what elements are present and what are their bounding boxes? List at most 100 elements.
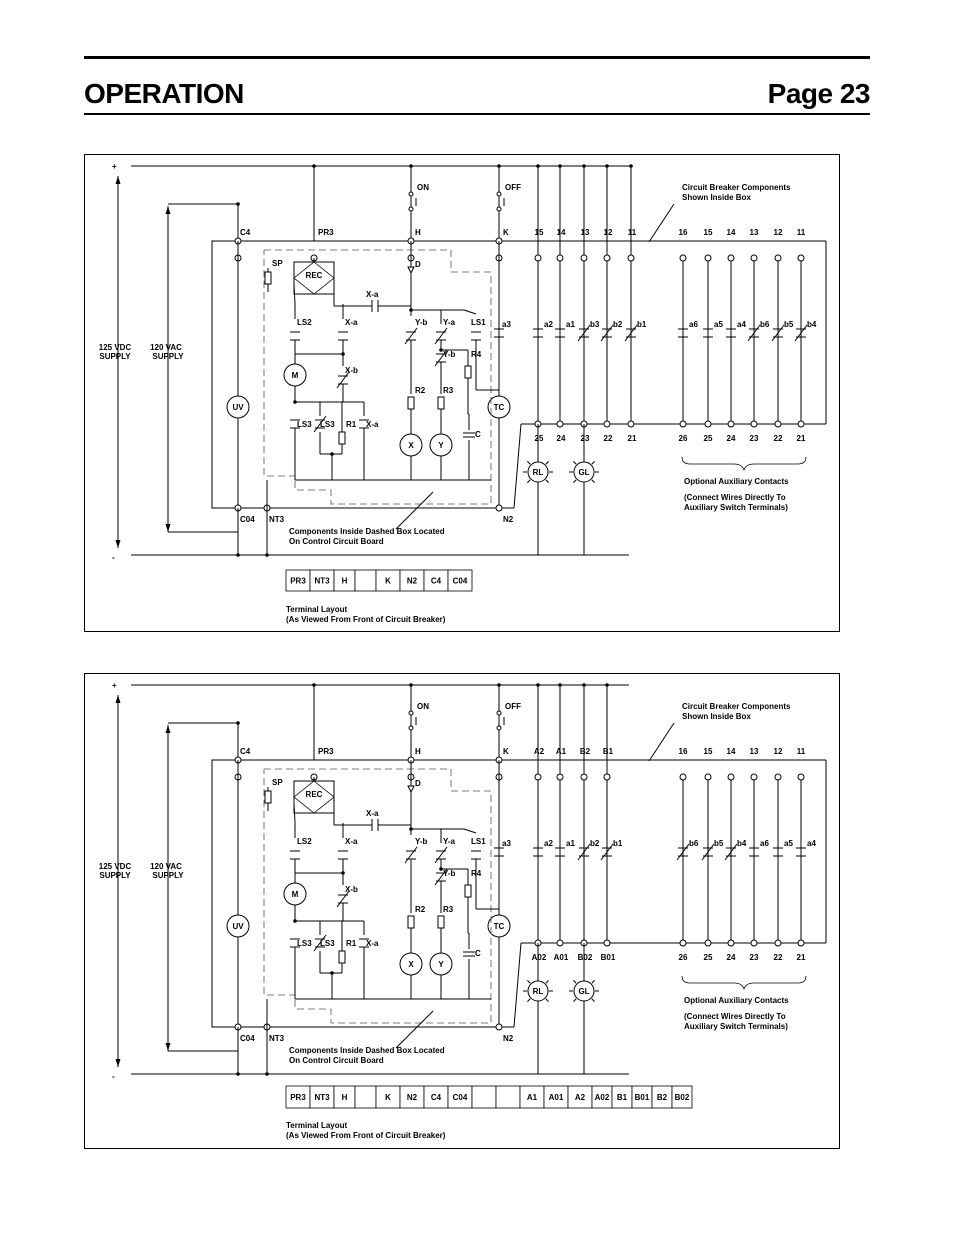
aux-terminal-bottom-label: 22 <box>604 434 613 443</box>
wire <box>463 309 477 315</box>
contact-slash <box>313 934 327 952</box>
terminal-circle <box>750 254 758 262</box>
cb-contact-label: b3 <box>590 320 600 329</box>
resistor <box>437 915 445 929</box>
ls2-contact-label: LS2 <box>297 318 312 327</box>
board-note-line2: On Control Circuit Board <box>289 537 384 546</box>
contact-slash <box>724 843 738 861</box>
green-lamp-gl-circle <box>573 461 595 483</box>
tc-contact-a3-label: a3 <box>502 320 511 329</box>
page-number: Page 23 <box>767 78 871 109</box>
lamp-ray <box>527 479 531 483</box>
terminal-circle <box>797 420 805 428</box>
lamp-ray <box>591 998 595 1002</box>
terminal-cell-label: A01 <box>549 1093 564 1102</box>
opt-aux-bottom-label: 22 <box>774 434 783 443</box>
terminal-nt3-label: NT3 <box>269 515 285 524</box>
opt-aux-bottom-label: 21 <box>797 953 806 962</box>
cb-contact-label: b2 <box>590 839 600 848</box>
x-a-contact-label: X-a <box>366 420 379 429</box>
opt-aux-top-label: 15 <box>704 747 713 756</box>
optional-contacts-title: Optional Auxiliary Contacts <box>684 477 789 486</box>
ls3-contact-label: LS3 <box>297 420 312 429</box>
on-pushbutton-label: ON <box>417 702 429 711</box>
board-note-line1: Components Inside Dashed Box Located <box>289 1046 445 1055</box>
terminal-circle <box>495 1023 503 1031</box>
negative-rail-sign: - <box>112 553 115 562</box>
terminal-c04-label: C04 <box>240 515 255 524</box>
resistor <box>464 884 472 898</box>
uv-coil-label: UV <box>232 403 244 412</box>
contact-slash <box>577 324 591 342</box>
board-outline-dashed <box>263 768 492 1024</box>
opt-aux-top-label: 12 <box>774 747 783 756</box>
motor-m-label: M <box>292 371 299 380</box>
board-note-line2: On Control Circuit Board <box>289 1056 384 1065</box>
red-lamp-rl-label: RL <box>533 987 544 996</box>
contact-slash <box>747 324 761 342</box>
y-a-contact-label: Y-a <box>443 837 456 846</box>
contact-slash <box>434 868 448 886</box>
opt-aux-top-label: 14 <box>727 228 736 237</box>
aux-terminal-top-label: 13 <box>581 228 590 237</box>
terminal-nt3-label: NT3 <box>269 1034 285 1043</box>
off-pushbutton <box>496 710 502 716</box>
arrow-head <box>165 1043 171 1051</box>
y-b-contact-label: Y-b <box>443 869 456 878</box>
arrow-head <box>115 1059 121 1067</box>
y-b-contact-label: Y-b <box>415 318 428 327</box>
motor-m-label: M <box>292 890 299 899</box>
on-pushbutton <box>408 206 414 212</box>
terminal-cell-label: N2 <box>407 1093 418 1102</box>
terminal-circle <box>704 939 712 947</box>
cb-contact-label: a2 <box>544 320 553 329</box>
terminal-circle <box>704 254 712 262</box>
tc-contact-a3-label: a3 <box>502 839 511 848</box>
cb-note-leader <box>648 203 675 243</box>
aux-terminal-bottom-label: A02 <box>532 953 547 962</box>
junction-dot <box>265 553 269 557</box>
ls1-contact-label: LS1 <box>471 837 486 846</box>
resistor <box>338 950 346 964</box>
r3-resistor-label: R3 <box>443 905 454 914</box>
opt-aux-bottom-label: 23 <box>750 953 759 962</box>
negative-rail-sign: - <box>112 1072 115 1081</box>
lamp-ray <box>545 479 549 483</box>
contact-slash <box>313 415 327 433</box>
terminal-circle <box>556 420 564 428</box>
contact-slash <box>771 324 785 342</box>
aux-terminal-top-label: A1 <box>556 747 567 756</box>
opt-aux-bottom-label: 25 <box>704 953 713 962</box>
lamp-ray <box>573 479 577 483</box>
aux-terminal-bottom-label: A01 <box>554 953 569 962</box>
opt-contact-label: b5 <box>714 839 724 848</box>
breaker-box <box>211 759 826 1028</box>
lamp-ray <box>527 998 531 1002</box>
ls1-contact-label: LS1 <box>471 318 486 327</box>
diagram-frame <box>84 154 840 632</box>
terminal-circle <box>580 254 588 262</box>
opt-aux-bottom-label: 21 <box>797 434 806 443</box>
lamp-ray <box>573 461 577 465</box>
optional-contacts-brace <box>681 975 807 991</box>
contact-slash <box>676 843 690 861</box>
terminal-circle <box>774 773 782 781</box>
terminal-caption-line1: Terminal Layout <box>286 1121 348 1130</box>
lamp-ray <box>545 461 549 465</box>
terminal-cell-label: A1 <box>527 1093 538 1102</box>
terminal-circle <box>556 254 564 262</box>
ls3-contact-label: LS3 <box>297 939 312 948</box>
contact-slash <box>434 846 448 864</box>
opt-contact-label: b4 <box>807 320 817 329</box>
terminal-n2-label: N2 <box>503 1034 514 1043</box>
red-lamp-rl-label: RL <box>533 468 544 477</box>
terminal-circle <box>774 939 782 947</box>
rectifier-label: REC <box>306 271 323 280</box>
x-a-contact-label: X-a <box>366 939 379 948</box>
cb-contact-label: b2 <box>613 320 623 329</box>
terminal-cell-label: NT3 <box>314 1093 330 1102</box>
supply-125vdc-label: 125 VDC <box>99 862 132 871</box>
resistor <box>437 396 445 410</box>
